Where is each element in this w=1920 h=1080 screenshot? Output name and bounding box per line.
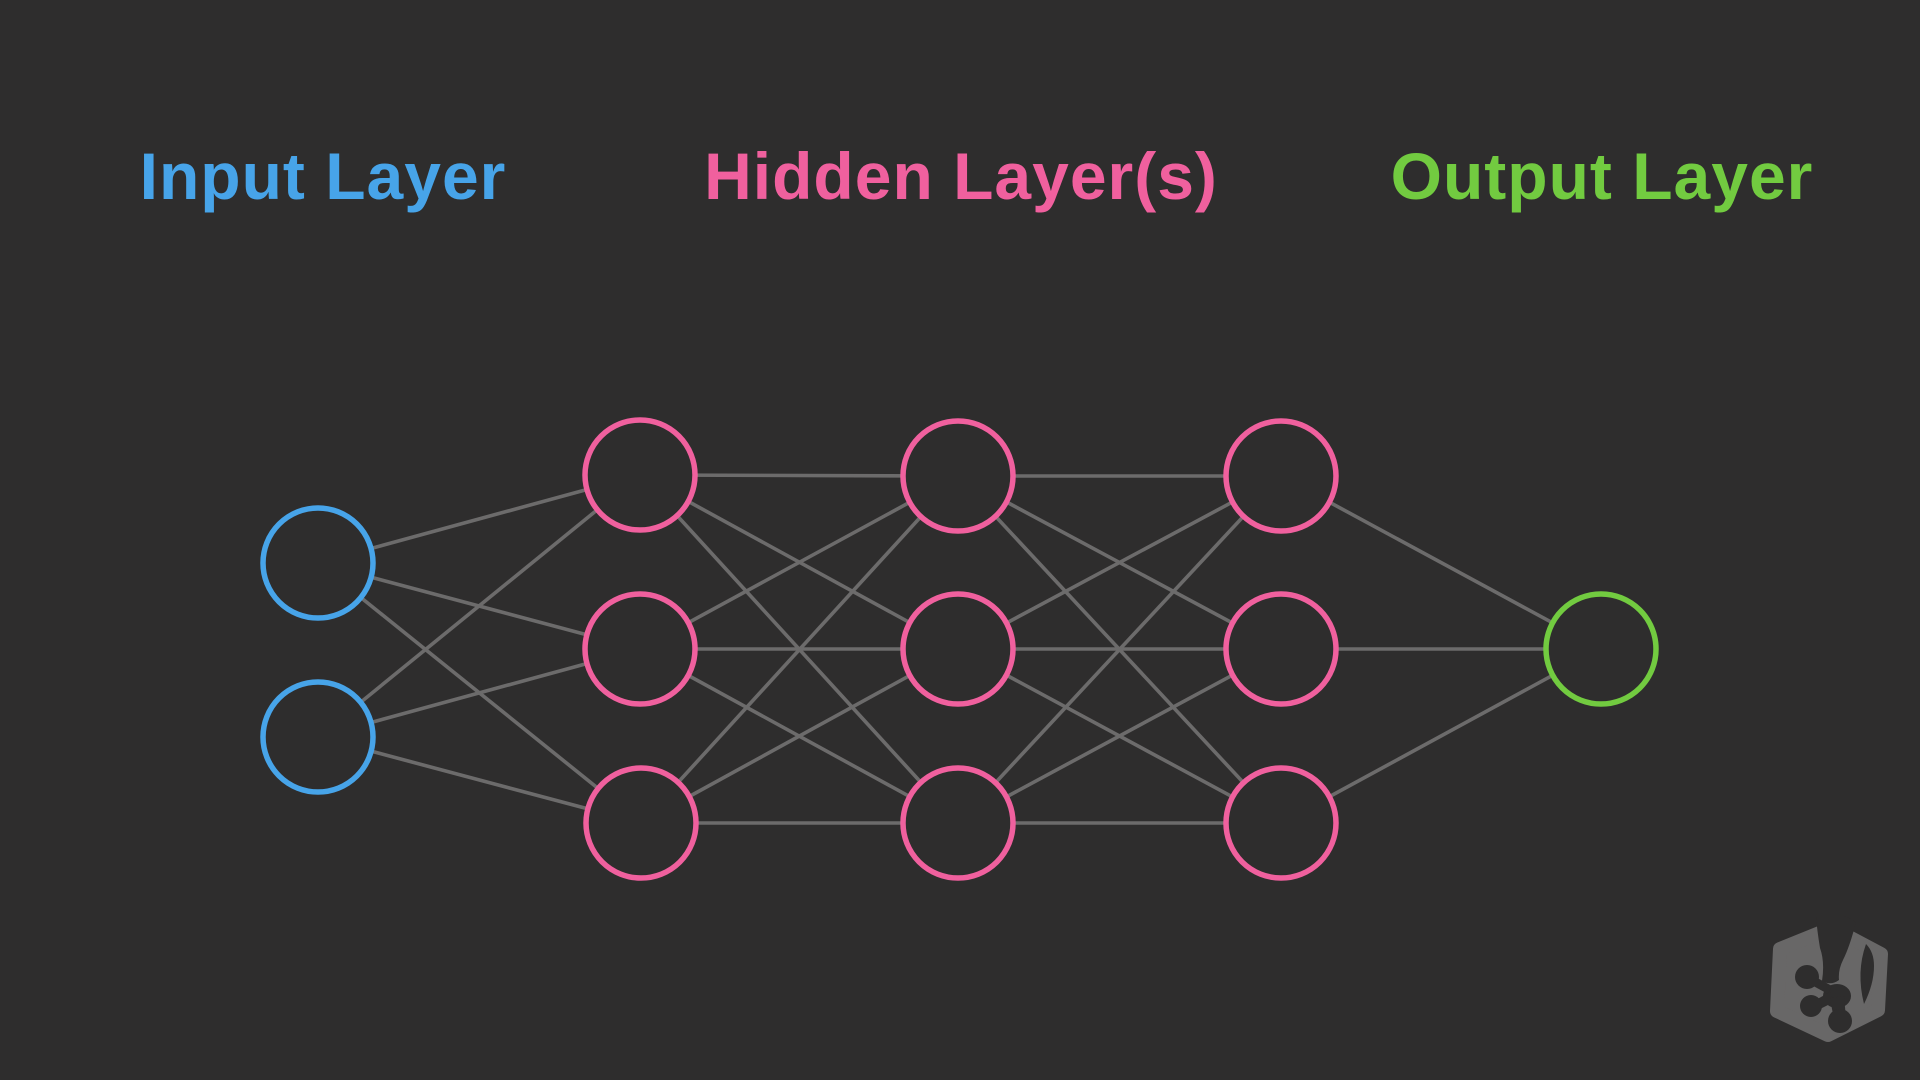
hidden-layer-3-node (1223, 591, 1339, 707)
input-layer-node (260, 505, 376, 621)
hidden-layer-2-node (900, 591, 1016, 707)
output-layer-node (1543, 591, 1659, 707)
hidden-layer-3-node (1223, 418, 1339, 534)
connection-line (1280, 474, 1602, 651)
connection-line (957, 647, 1282, 825)
hidden-layer-2-node (900, 765, 1016, 881)
output-layer-label: Output Layer (1390, 139, 1814, 213)
hidden-layer-3-node (1223, 765, 1339, 881)
hidden-layer-label: Hidden Layer(s) (704, 139, 1218, 213)
hexagon-frog-foot-logo (1770, 916, 1888, 1042)
hidden-layer-2-node (900, 418, 1016, 534)
hidden-layer-1-node (582, 591, 698, 707)
input-layer-node (260, 679, 376, 795)
connection-line (1280, 647, 1602, 825)
connection-line (640, 647, 959, 825)
input-layer-label: Input Layer (139, 139, 507, 213)
connection-line (639, 474, 959, 651)
connection-line (639, 474, 960, 825)
connection-line (957, 474, 1282, 651)
connection-line (956, 474, 1283, 825)
hidden-layer-1-node (583, 765, 699, 881)
connection-line (316, 473, 642, 739)
frog-foot-cutout (1795, 916, 1874, 1033)
hidden-layer-1-node (582, 417, 698, 533)
